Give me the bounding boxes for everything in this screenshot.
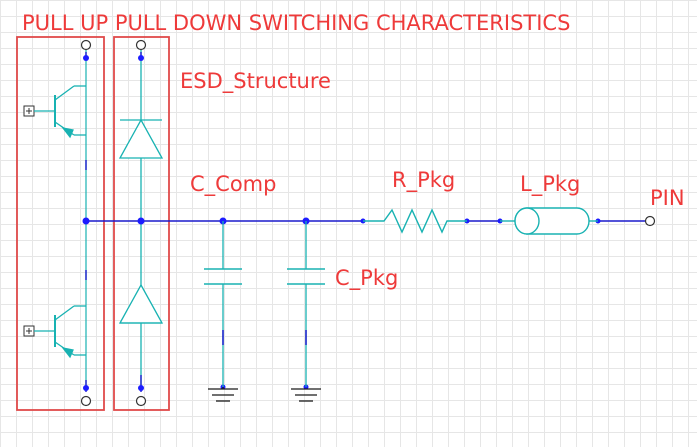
pin-terminal-icon: [644, 215, 656, 227]
diagram-title: PULL UP PULL DOWN SWITCHING CHARACTERIST…: [22, 11, 570, 35]
emitter-arrow-icon: [61, 347, 74, 359]
rail-end-dots: [83, 55, 144, 391]
esd-structure-box: [113, 36, 170, 411]
pull-up-transistor[interactable]: [23, 85, 86, 139]
l-pkg-label: L_Pkg: [520, 172, 580, 197]
ground-icon: [208, 387, 238, 402]
esd-structure-label: ESD_Structure: [180, 69, 331, 94]
l-pkg-inductor[interactable]: [500, 207, 598, 235]
driver-transistor-box: [16, 36, 105, 411]
pull-down-transistor[interactable]: [23, 305, 86, 359]
ground-icon: [291, 388, 321, 402]
pin-label: PIN: [650, 186, 685, 210]
terminal-icon: [80, 395, 92, 407]
terminal-icon: [135, 39, 147, 51]
c-comp-label: C_Comp: [190, 172, 276, 197]
c-pkg-capacitor[interactable]: [287, 221, 325, 387]
c-comp-capacitor[interactable]: [204, 221, 242, 387]
r-pkg-label: R_Pkg: [392, 168, 455, 193]
c-pkg-label: C_Pkg: [335, 266, 398, 291]
terminal-icon: [80, 39, 92, 51]
terminal-icon: [135, 395, 147, 407]
junction-nodes: [82, 217, 601, 390]
emitter-arrow-icon: [61, 127, 74, 139]
terminals: [80, 39, 656, 407]
r-pkg-resistor[interactable]: [363, 208, 467, 234]
